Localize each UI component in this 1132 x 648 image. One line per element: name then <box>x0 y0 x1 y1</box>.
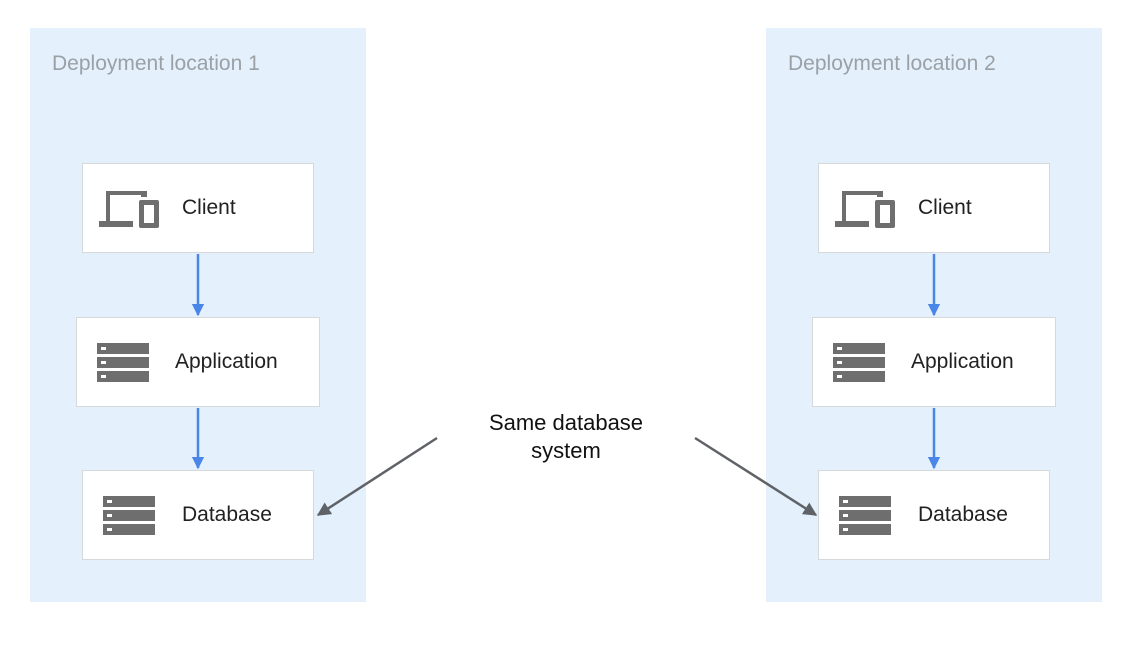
server-icon <box>835 496 901 536</box>
callout-line-2: system <box>531 438 601 463</box>
client-node: Client <box>82 163 314 253</box>
application-node: Application <box>76 317 320 407</box>
node-label: Database <box>182 503 272 526</box>
node-label: Application <box>175 350 278 373</box>
server-icon <box>93 343 159 383</box>
region-title: Deployment location 2 <box>788 52 996 75</box>
application-node: Application <box>812 317 1056 407</box>
callout-line-1: Same database <box>488 410 644 435</box>
region-title: Deployment location 1 <box>52 52 260 75</box>
same-database-callout: Same database system <box>446 409 686 465</box>
database-node: Database <box>82 470 314 560</box>
devices-icon <box>833 189 899 229</box>
server-icon <box>829 343 895 383</box>
server-icon <box>99 496 165 536</box>
node-label: Application <box>911 350 1014 373</box>
node-label: Client <box>918 196 972 219</box>
database-node: Database <box>818 470 1050 560</box>
devices-icon <box>97 189 163 229</box>
node-label: Client <box>182 196 236 219</box>
node-label: Database <box>918 503 1008 526</box>
client-node: Client <box>818 163 1050 253</box>
